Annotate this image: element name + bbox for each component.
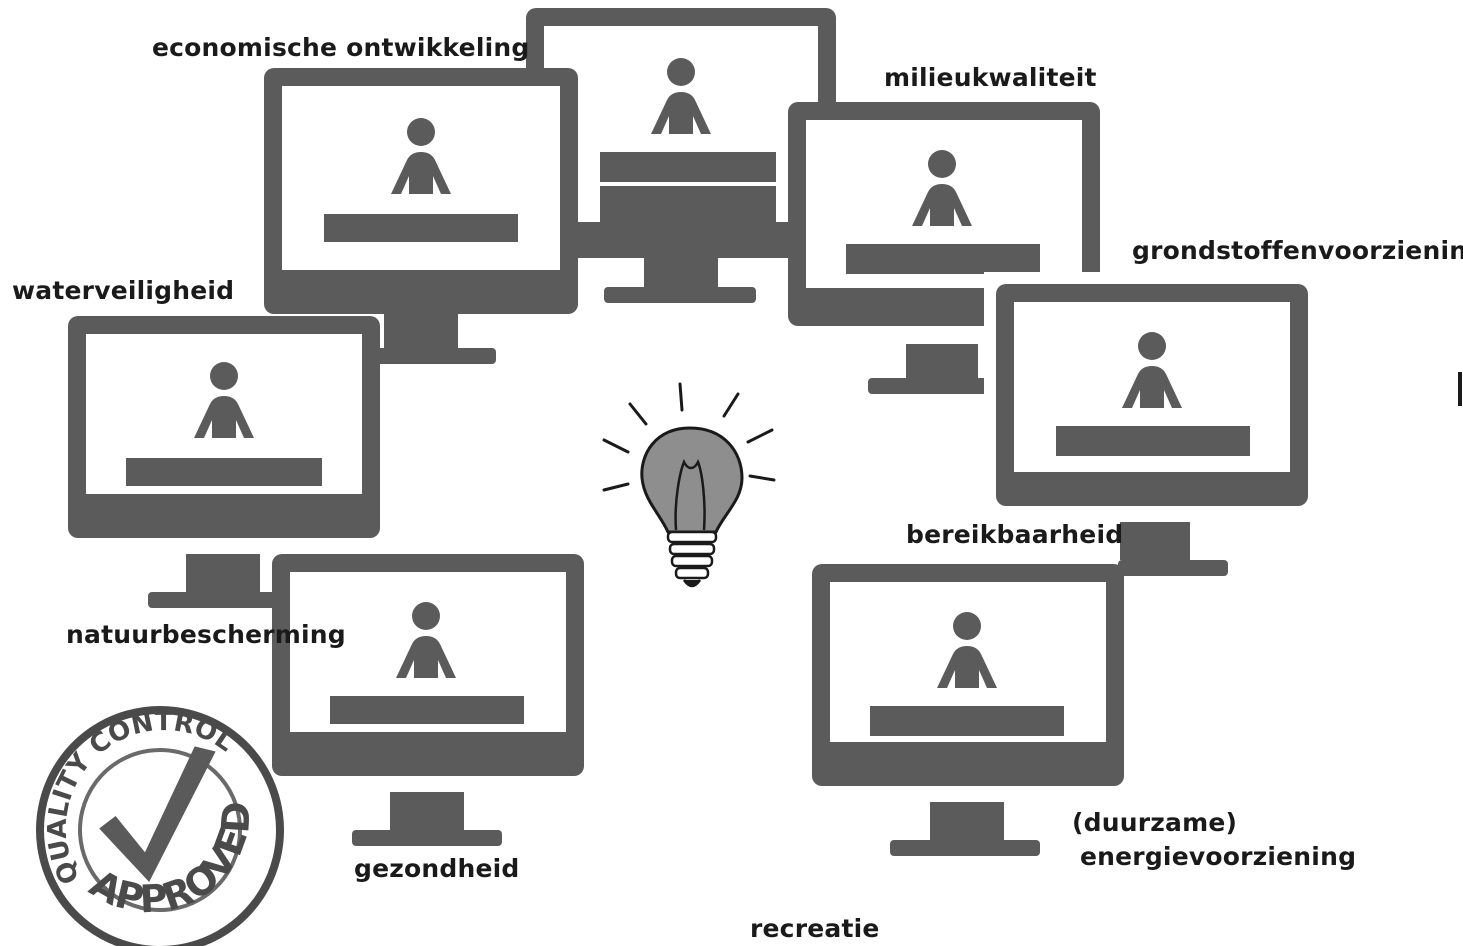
label-energievoorziening: energievoorziening xyxy=(1080,842,1357,871)
label-gezondheid: gezondheid xyxy=(354,854,520,883)
label-economische-ontwikkeling: economische ontwikkeling xyxy=(152,33,530,62)
monitor-milieu xyxy=(264,68,578,364)
monitor-grondstoffen xyxy=(788,102,1100,394)
label-grondstoffenvoorziening: grondstoffenvoorziening xyxy=(1132,236,1463,265)
label-duurzame: (duurzame) xyxy=(1072,808,1238,837)
monitor-right xyxy=(984,272,1324,576)
label-recreatie: recreatie xyxy=(750,914,880,943)
monitor-energie xyxy=(812,564,1124,856)
quality-approved-stamp: QUALITY CONTROL APPROVED xyxy=(27,696,284,946)
label-natuurbescherming: natuurbescherming xyxy=(66,620,346,649)
monitor-natuur xyxy=(272,554,584,846)
edge-mark xyxy=(1458,372,1462,406)
monitor-water xyxy=(68,316,380,608)
light-bulb-icon xyxy=(602,382,776,588)
label-bereikbaarheid: bereikbaarheid xyxy=(906,520,1124,549)
label-duurzame-energievoorziening: (duurzame) energievoorziening xyxy=(1072,806,1356,874)
label-waterveiligheid: waterveiligheid xyxy=(12,276,235,305)
monitor-economische xyxy=(526,8,836,303)
label-milieukwaliteit: milieukwaliteit xyxy=(884,63,1097,92)
